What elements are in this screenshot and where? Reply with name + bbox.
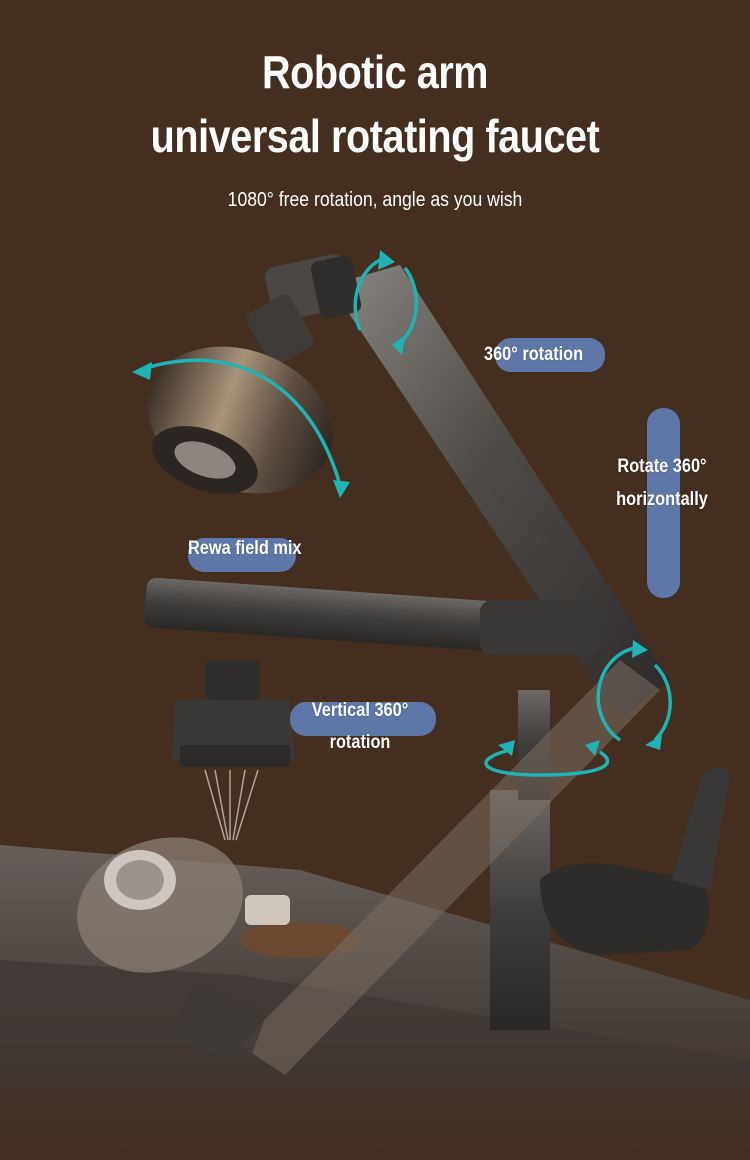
subtitle: 1080° free rotation, angle as you wish [227, 189, 523, 211]
callout-pill-field-mix [188, 538, 296, 572]
callout-rotate-horizontal-line1: Rotate 360° [617, 456, 707, 477]
callout-pill-horizontal [647, 408, 680, 598]
callout-rotate-horizontal-line2: horizontally [616, 489, 708, 510]
callout-pill-360-rotation [495, 338, 605, 372]
page-title-line2: universal rotating faucet [150, 110, 600, 162]
callout-vertical-line2: rotation [329, 732, 391, 753]
callout-vertical-line1: Vertical 360° [311, 700, 409, 721]
page-title: Robotic arm [261, 46, 489, 98]
callout-pill-vertical [290, 702, 436, 736]
rotation-arrow-icon [139, 258, 672, 777]
callout-360-rotation: 360° rotation [484, 344, 584, 365]
callout-field-mix: Rewa field mix [188, 538, 302, 559]
